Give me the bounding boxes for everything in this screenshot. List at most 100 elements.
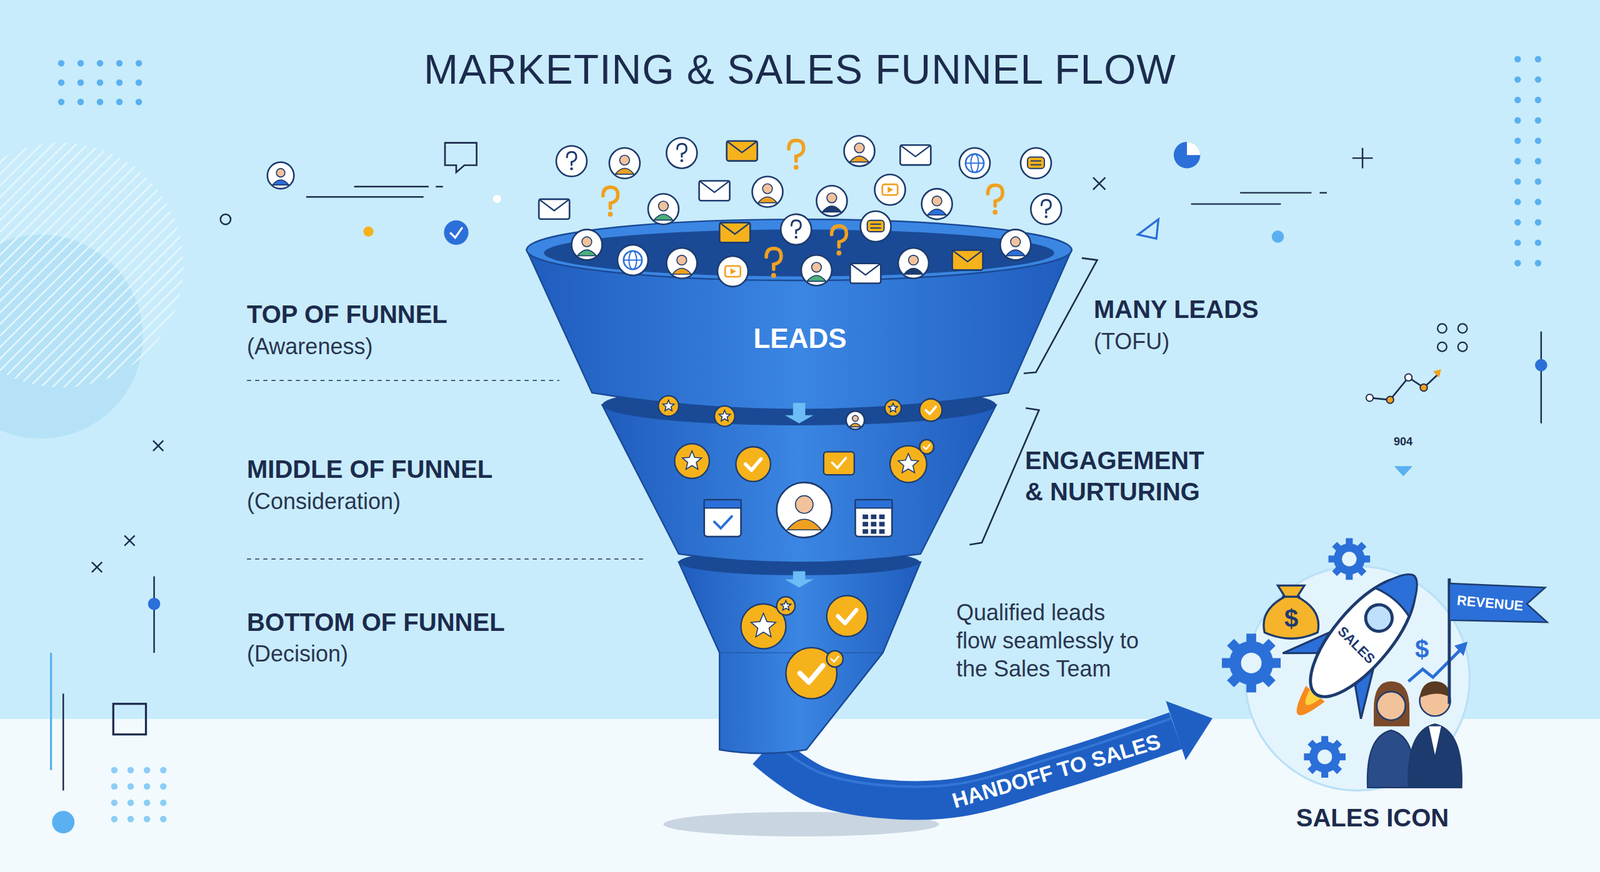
- dot-grid: [143, 816, 150, 823]
- calendar-cell: [870, 521, 877, 527]
- check-badge: [919, 440, 934, 455]
- person-head: [762, 183, 773, 194]
- dot-grid: [143, 783, 150, 790]
- deco-line: [435, 186, 443, 188]
- dot-grid: [96, 60, 104, 67]
- star-badge: [885, 400, 902, 417]
- person-head: [1010, 236, 1021, 247]
- person-icon: [571, 229, 602, 260]
- question-mark: [987, 185, 1003, 207]
- check-badge: [735, 446, 771, 482]
- rocket: [1258, 543, 1454, 748]
- person-icon: [898, 248, 929, 279]
- question-dot: [771, 273, 777, 279]
- dot-grid: [77, 98, 84, 105]
- trend-line: [1369, 373, 1439, 400]
- play-triangle: [730, 268, 737, 275]
- sales-badge: SALES ICON: [1212, 550, 1563, 838]
- video-frame: [725, 266, 740, 277]
- dot-grid: [116, 79, 123, 86]
- person-body: [927, 209, 947, 215]
- star-shape: [888, 403, 898, 413]
- calendar-icon: [704, 500, 742, 537]
- trend-dot: [1386, 396, 1394, 404]
- arrowhead: [1165, 701, 1213, 761]
- video-icon: [874, 174, 905, 205]
- check-mark: [925, 406, 936, 415]
- question-mark: [788, 140, 804, 162]
- x-mark: [153, 440, 164, 451]
- stage-divider: [246, 380, 560, 382]
- stage-label: MIDDLE OF FUNNEL: [246, 454, 493, 485]
- node-label: LEADS: [512, 322, 1088, 356]
- trend-dot: [1405, 373, 1412, 381]
- stage-label: Qualified leads flow seamlessly to the S…: [956, 598, 1147, 684]
- person-hair: [1373, 681, 1410, 727]
- icon-label: 904: [1393, 436, 1413, 448]
- question-mark: [603, 187, 619, 209]
- envelope-flap: [726, 141, 758, 153]
- calendar-bar: [855, 500, 892, 509]
- envelope-flap: [900, 145, 931, 157]
- question-icon: [556, 146, 587, 177]
- envelope-icon: [699, 180, 730, 201]
- person-icon: [1000, 229, 1031, 260]
- gear-body: [1333, 543, 1365, 575]
- icon-label: $: [1284, 606, 1299, 632]
- person-icon: [776, 482, 832, 538]
- person-body: [615, 168, 634, 174]
- dot: [493, 195, 502, 204]
- calendar-bar: [704, 500, 742, 509]
- check-mark: [831, 458, 846, 469]
- dot-grid: [160, 783, 167, 790]
- person-head: [676, 255, 687, 266]
- person-head: [854, 143, 865, 154]
- person-head: [620, 155, 630, 166]
- globe-icon: [617, 245, 649, 276]
- person-body: [758, 196, 777, 203]
- chat-outline: [445, 143, 477, 173]
- dot: [1271, 230, 1285, 244]
- calendar-cell: [862, 529, 869, 534]
- dot-grid: [1514, 260, 1521, 267]
- person-body: [822, 206, 842, 212]
- person-head: [795, 496, 814, 514]
- globe-ring: [623, 251, 642, 270]
- down-triangle: [1394, 466, 1413, 477]
- dot-grid: [116, 98, 123, 105]
- dot-grid: [1535, 96, 1542, 104]
- gear-hole: [1341, 551, 1357, 567]
- dot-grid: [127, 800, 134, 807]
- person-head: [1376, 691, 1406, 721]
- dot-grid: [111, 816, 118, 823]
- person-head: [852, 415, 859, 422]
- chat-badge: [823, 451, 855, 475]
- plus-mark: [1352, 148, 1374, 169]
- stage-label: (TOFU): [1093, 328, 1170, 355]
- flow-arrow: [785, 571, 814, 588]
- star-badge: [674, 443, 710, 479]
- person-body: [653, 214, 673, 220]
- calendar-cell: [870, 515, 877, 520]
- x-mark: [91, 562, 102, 573]
- video-frame: [882, 184, 898, 195]
- envelope-icon: [538, 199, 570, 220]
- dot-grid: [160, 800, 167, 807]
- dot-grid: [1535, 116, 1542, 124]
- stage-divider: [246, 558, 645, 560]
- calendar-cell: [879, 529, 885, 534]
- check-mark: [745, 459, 762, 471]
- envelope-flap: [699, 180, 730, 192]
- person-icon: [846, 411, 865, 430]
- stage-label: ENGAGEMENT & NURTURING: [1025, 445, 1213, 508]
- dot-grid: [116, 60, 123, 67]
- chat-line: [1030, 160, 1042, 162]
- calendar-cell: [879, 521, 885, 527]
- dot-grid: [1514, 178, 1521, 185]
- stage-label: (Consideration): [246, 488, 401, 515]
- question-dot: [992, 210, 998, 215]
- person-icon: [666, 248, 697, 279]
- person-icon: [609, 148, 640, 179]
- person-head: [931, 196, 942, 207]
